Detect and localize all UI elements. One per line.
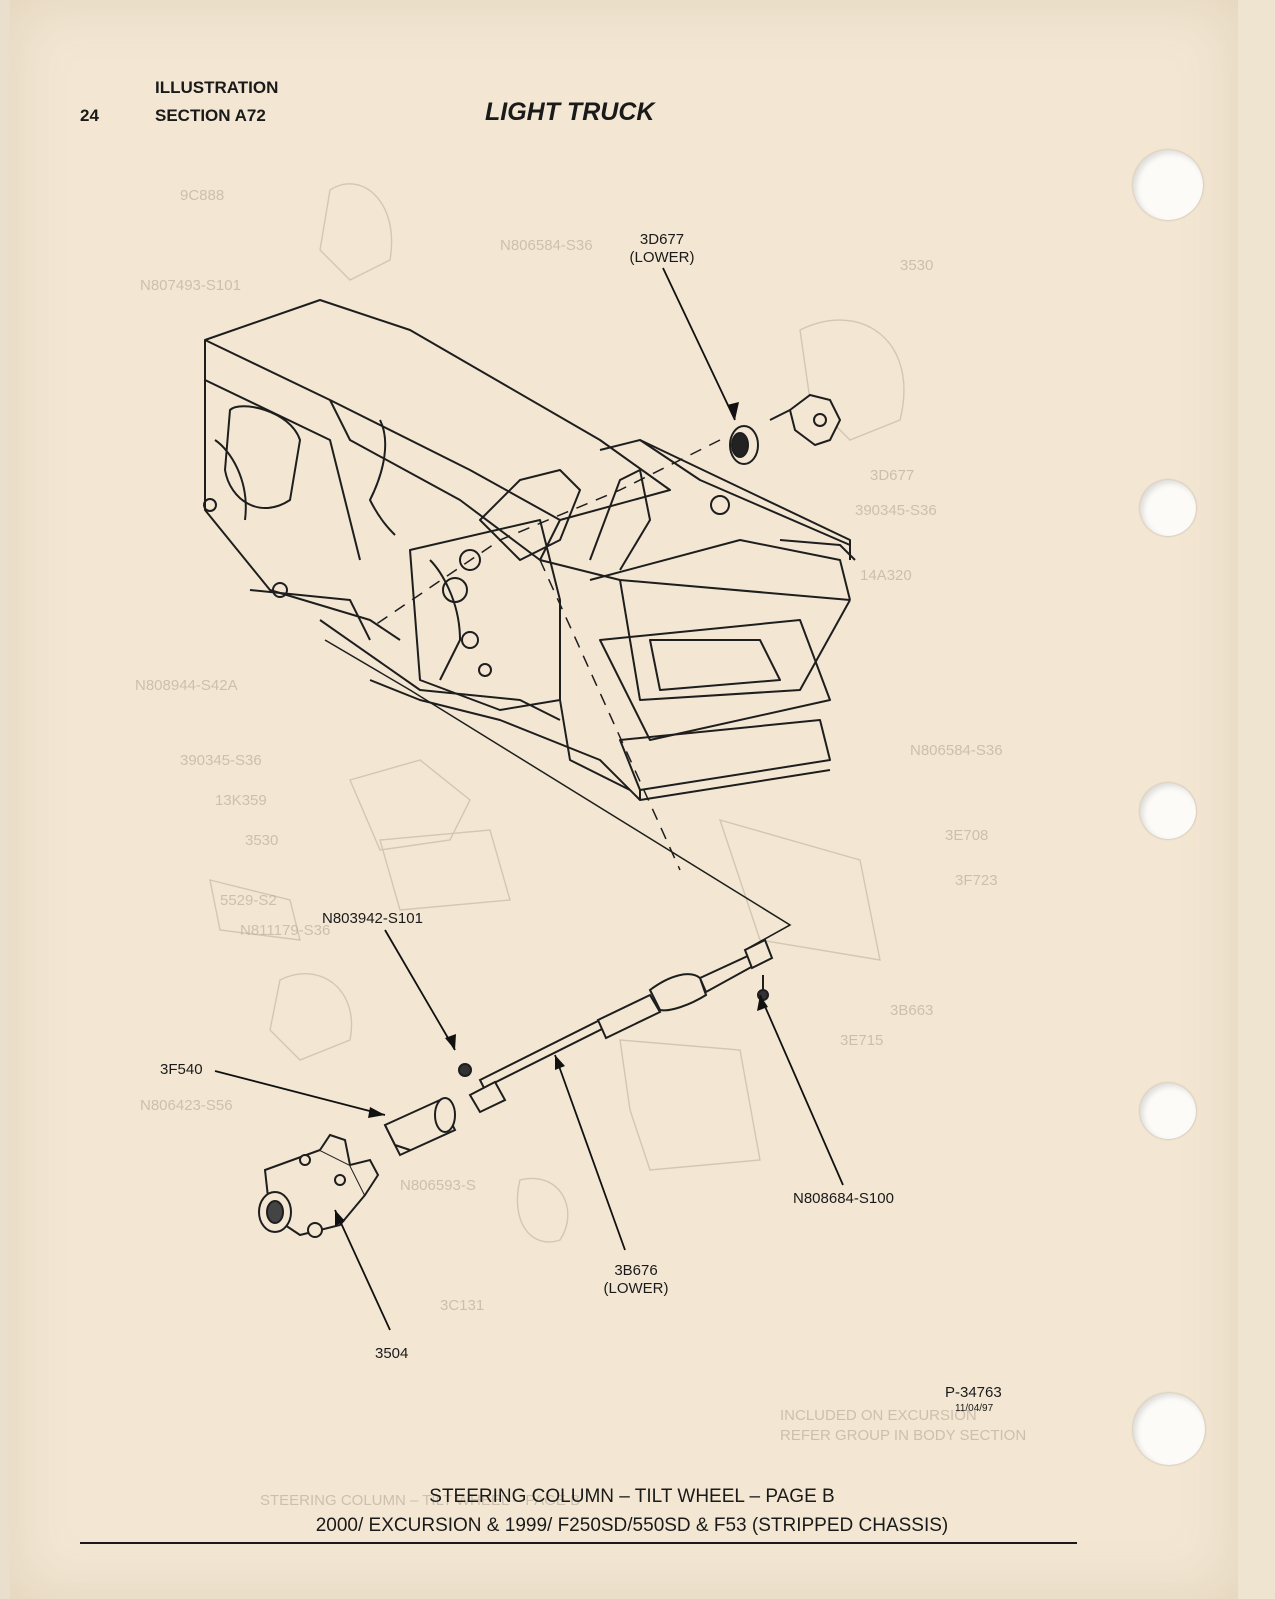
svg-text:3530: 3530 — [900, 257, 933, 274]
svg-text:N811179-S36: N811179-S36 — [240, 922, 330, 939]
page-title: LIGHT TRUCK — [485, 98, 655, 126]
bleed-through-artwork — [209, 183, 905, 1243]
binder-hole-4 — [1140, 1083, 1196, 1139]
svg-text:3C131: 3C131 — [440, 1297, 484, 1314]
page-edge — [1238, 0, 1275, 1599]
svg-text:N806423-S56: N806423-S56 — [140, 1097, 233, 1114]
svg-text:390345-S36: 390345-S36 — [180, 752, 262, 769]
figure-date: 11/04/97 — [955, 1403, 994, 1414]
callout-n808684-s100: N808684-S100 — [793, 1190, 894, 1207]
callout-3504: 3504 — [375, 1345, 409, 1362]
section-label: SECTION A72 — [155, 106, 266, 125]
svg-text:STEERING COLUMN – TILT WHEEL –: STEERING COLUMN – TILT WHEEL – PAGE B — [260, 1492, 580, 1509]
svg-text:N806584-S36: N806584-S36 — [500, 237, 593, 254]
callout-3f540: 3F540 — [160, 1061, 203, 1078]
callout-leaders — [214, 267, 844, 1331]
svg-text:13K359: 13K359 — [215, 792, 267, 809]
callout-3d677-part: 3D677 — [639, 231, 685, 248]
svg-text:N806584-S36: N806584-S36 — [910, 742, 1003, 759]
svg-text:REFER GROUP IN BODY SECTION: REFER GROUP IN BODY SECTION — [780, 1427, 1026, 1444]
callout-3d677: 3D677 (LOWER) — [622, 231, 702, 267]
frame-structure — [203, 299, 856, 801]
callout-3b676: 3B676 (LOWER) — [596, 1262, 676, 1298]
svg-text:3530: 3530 — [245, 832, 278, 849]
svg-text:3D677: 3D677 — [870, 467, 914, 484]
callout-3b676-part: 3B676 — [614, 1262, 658, 1279]
svg-text:3F723: 3F723 — [955, 872, 998, 889]
svg-text:3B663: 3B663 — [890, 1002, 933, 1019]
svg-text:N808944-S42A: N808944-S42A — [135, 677, 238, 694]
callout-3b676-note: (LOWER) — [603, 1280, 669, 1297]
svg-text:390345-S36: 390345-S36 — [855, 502, 937, 519]
footer-rule — [80, 1542, 1077, 1544]
svg-text:9C888: 9C888 — [180, 187, 224, 204]
callout-n803942-s101: N803942-S101 — [322, 910, 423, 927]
binder-hole-3 — [1140, 783, 1196, 839]
footer-line-2: 2000/ EXCURSION & 1999/ F250SD/550SD & F… — [315, 1515, 949, 1536]
footer-line-1: STEERING COLUMN – TILT WHEEL – PAGE B — [429, 1486, 835, 1507]
steering-shaft-3b676 — [458, 938, 774, 1114]
svg-text:INCLUDED ON EXCURSION: INCLUDED ON EXCURSION — [780, 1407, 977, 1424]
svg-text:N807493-S101: N807493-S101 — [140, 277, 241, 294]
manual-page — [10, 0, 1238, 1599]
callout-3d677-note: (LOWER) — [629, 249, 695, 266]
svg-text:5529-S2: 5529-S2 — [220, 892, 277, 909]
svg-text:N806593-S: N806593-S — [400, 1177, 476, 1194]
cutaway-outline — [324, 639, 792, 951]
bearing-3d677-part — [729, 393, 842, 465]
binder-hole-5 — [1133, 1393, 1205, 1465]
svg-text:14A320: 14A320 — [860, 567, 912, 584]
figure-number: P-34763 — [945, 1384, 1002, 1401]
steering-gear-3504-part — [258, 1133, 380, 1238]
svg-text:3E715: 3E715 — [840, 1032, 883, 1049]
binder-hole-1 — [1133, 150, 1203, 220]
bleed-through-text: 9C888 N807493-S101 N806584-S36 3530 3D67… — [135, 187, 1026, 1509]
binder-hole-2 — [1140, 480, 1196, 536]
centerline-dashes — [374, 439, 721, 871]
svg-text:3E708: 3E708 — [945, 827, 988, 844]
illustration-label: ILLUSTRATION — [155, 78, 279, 97]
page-number: 24 — [80, 106, 99, 125]
callout-arrowheads — [335, 402, 768, 1226]
coupling-3f540-part — [383, 1097, 457, 1157]
